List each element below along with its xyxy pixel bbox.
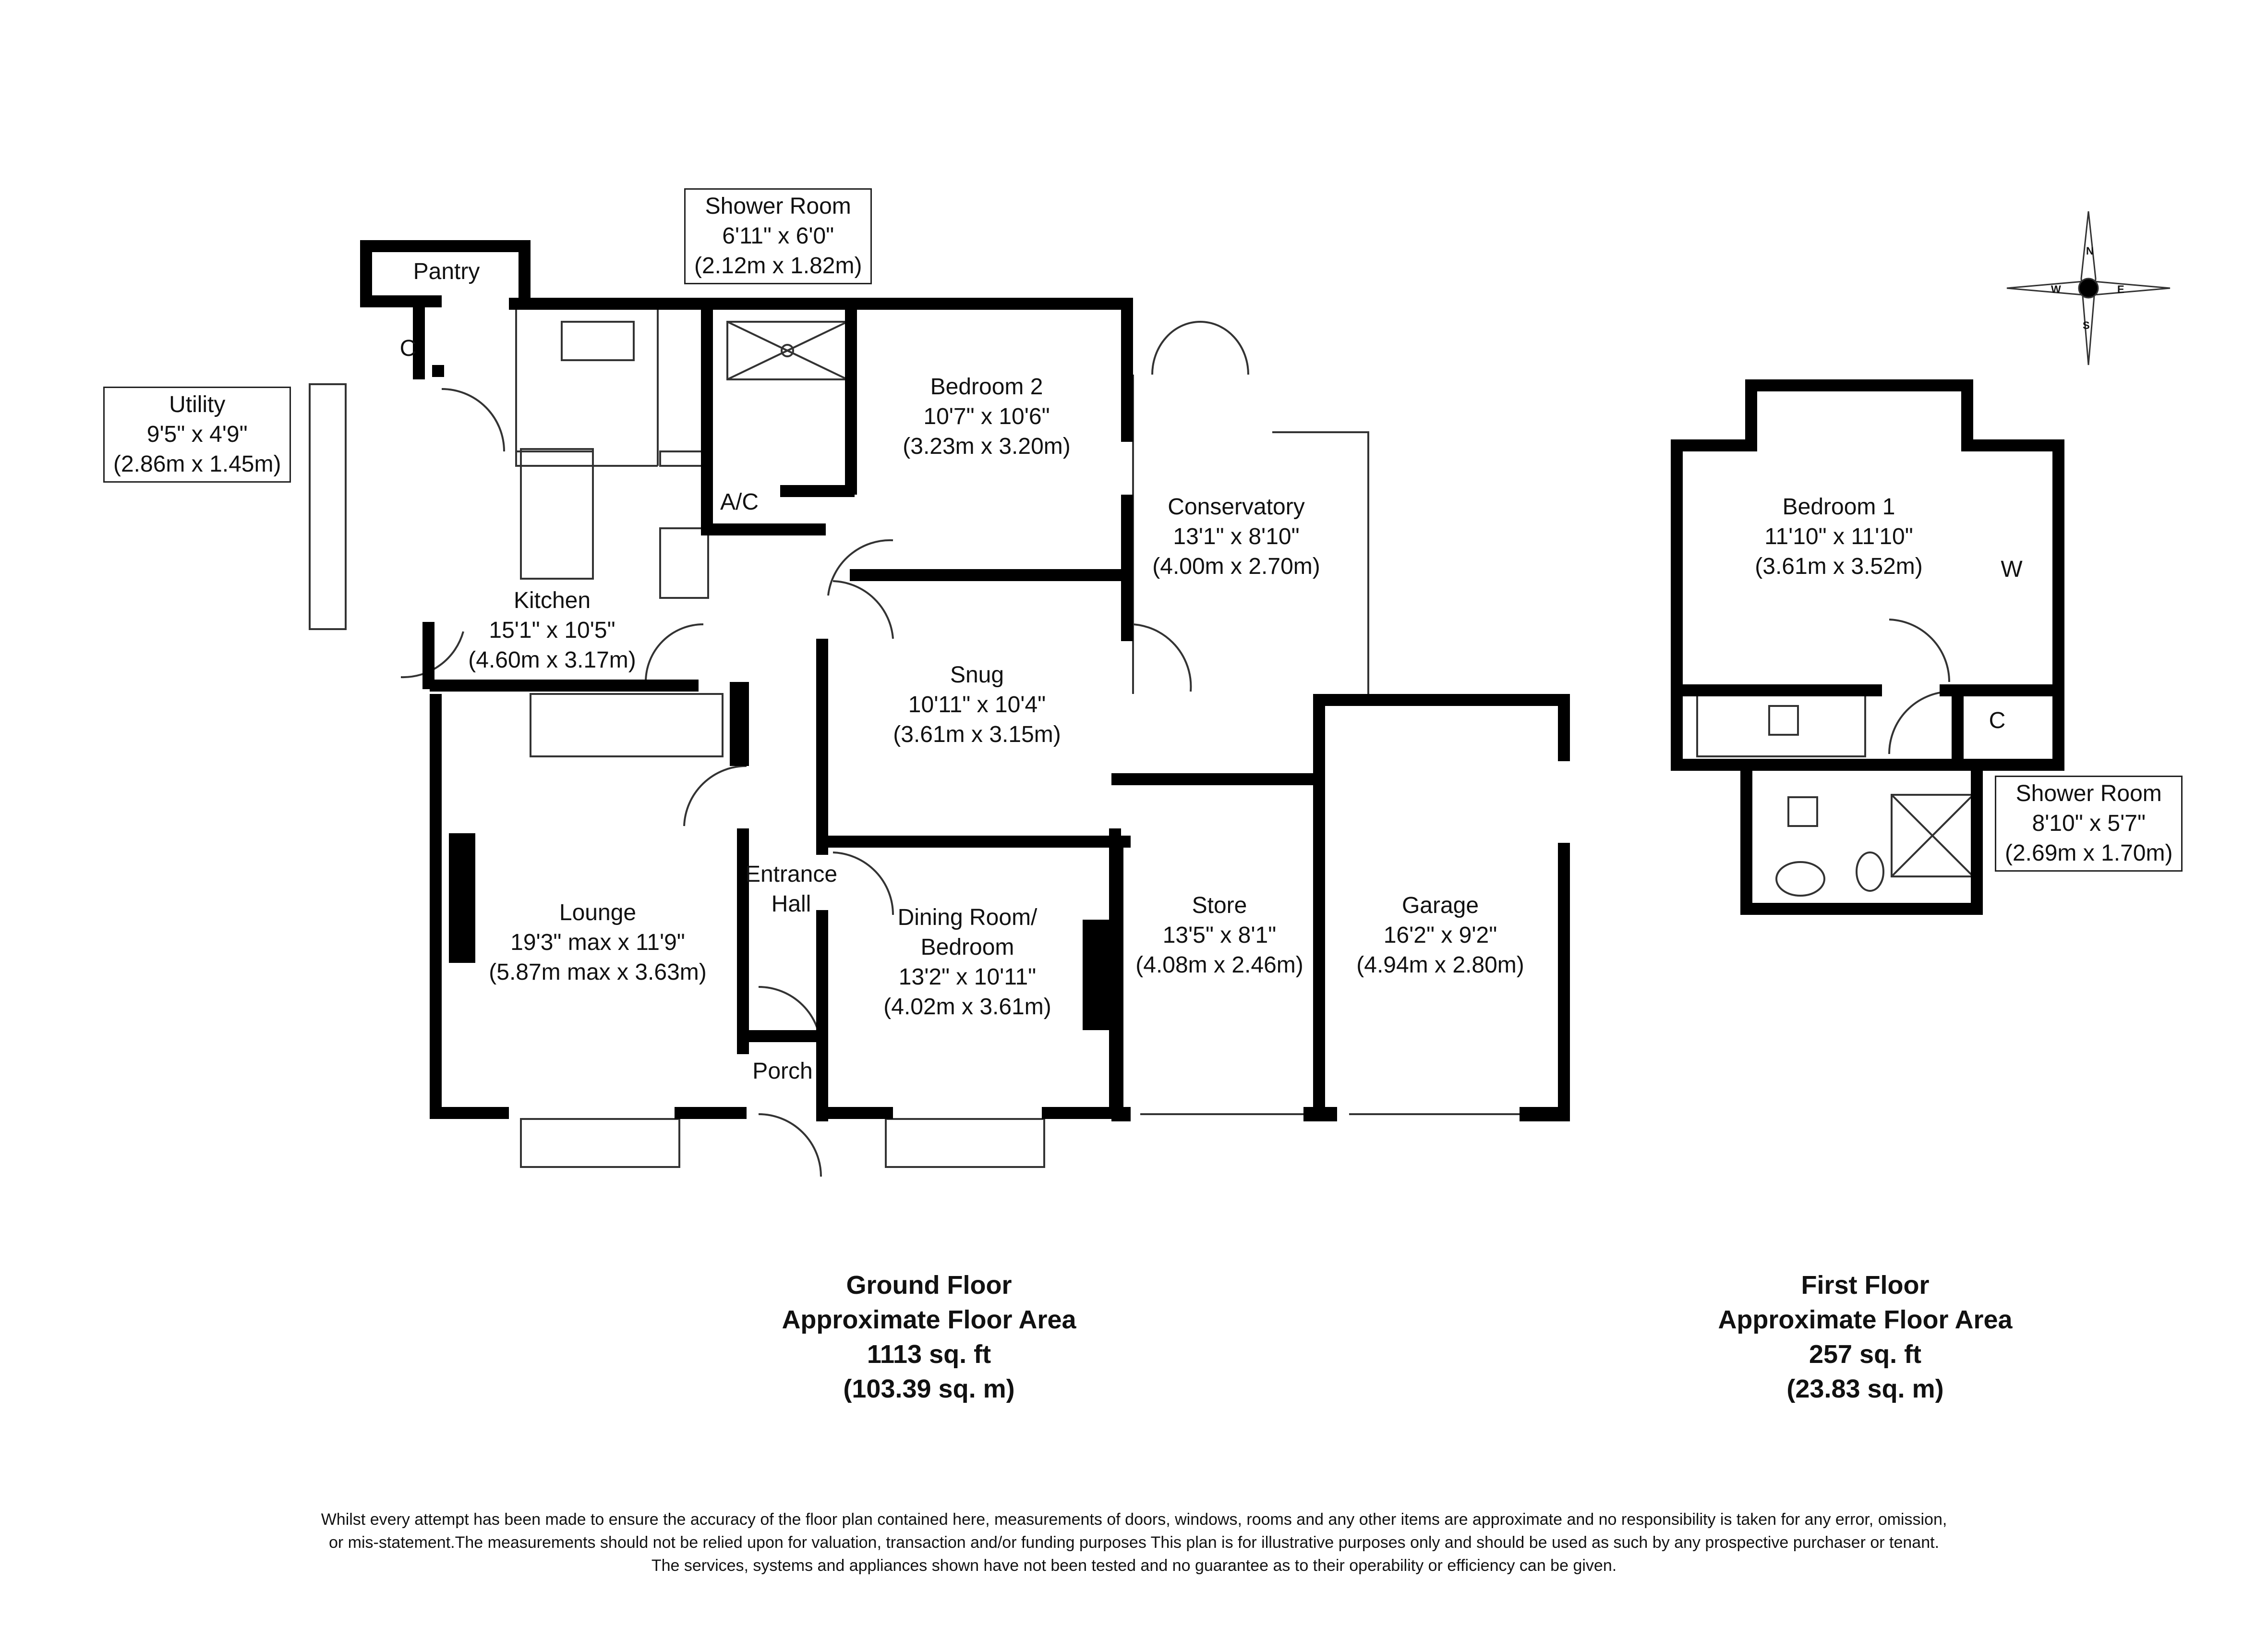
porch-label: Porch bbox=[752, 1057, 812, 1086]
first-floor-subtitle: Approximate Floor Area bbox=[1718, 1305, 2013, 1334]
wardrobe-name: W bbox=[2001, 557, 2023, 582]
snug-name: Snug bbox=[950, 662, 1004, 688]
cupboard-label: C bbox=[400, 334, 417, 364]
conservatory-metric: (4.00m x 2.70m) bbox=[1152, 554, 1320, 579]
ground-floor-subtitle: Approximate Floor Area bbox=[782, 1305, 1076, 1334]
lounge-name: Lounge bbox=[559, 900, 637, 925]
disclaimer-line2: or mis-statement.The measurements should… bbox=[328, 1533, 1940, 1552]
shower-ground-name: Shower Room bbox=[705, 194, 851, 219]
compass-south: S bbox=[2083, 319, 2090, 331]
bedroom2-label: Bedroom 2 10'7" x 10'6" (3.23m x 3.20m) bbox=[903, 372, 1070, 462]
lounge-metric: (5.87m max x 3.63m) bbox=[489, 960, 707, 985]
shower-first-name: Shower Room bbox=[2015, 781, 2162, 806]
bedroom2-metric: (3.23m x 3.20m) bbox=[903, 434, 1071, 459]
first-floor-sqm: (23.83 sq. m) bbox=[1786, 1374, 1944, 1403]
lounge-label: Lounge 19'3" max x 11'9" (5.87m max x 3.… bbox=[489, 898, 706, 987]
utility-metric: (2.86m x 1.45m) bbox=[113, 451, 281, 477]
ground-floor-sqft: 1113 sq. ft bbox=[867, 1340, 991, 1369]
bedroom2-imperial: 10'7" x 10'6" bbox=[923, 404, 1050, 429]
snug-metric: (3.61m x 3.15m) bbox=[893, 722, 1061, 747]
compass-east: E bbox=[2117, 283, 2124, 295]
ground-floor-summary: Ground Floor Approximate Floor Area 1113… bbox=[782, 1268, 1076, 1406]
shower-first-imperial: 8'10" x 5'7" bbox=[2032, 811, 2146, 836]
first-floor-sqft: 257 sq. ft bbox=[1809, 1340, 1922, 1369]
bedroom1-label: Bedroom 1 11'10" x 11'10" (3.61m x 3.52m… bbox=[1755, 492, 1922, 582]
first-floor-summary: First Floor Approximate Floor Area 257 s… bbox=[1718, 1268, 2012, 1406]
entrance-hall-line1: Entrance bbox=[745, 862, 838, 887]
utility-imperial: 9'5" x 4'9" bbox=[146, 422, 248, 447]
kitchen-imperial: 15'1" x 10'5" bbox=[489, 618, 615, 643]
compass-west: W bbox=[2051, 283, 2061, 295]
ground-floor-sqm: (103.39 sq. m) bbox=[843, 1374, 1015, 1403]
bedroom1-imperial: 11'10" x 11'10" bbox=[1764, 524, 1913, 549]
disclaimer-text: Whilst every attempt has been made to en… bbox=[144, 1508, 2124, 1577]
first-floor-title: First Floor bbox=[1801, 1271, 1930, 1300]
kitchen-name: Kitchen bbox=[513, 588, 591, 613]
conservatory-name: Conservatory bbox=[1168, 494, 1305, 520]
shower-ground-metric: (2.12m x 1.82m) bbox=[694, 253, 862, 279]
compass-north: N bbox=[2086, 245, 2094, 257]
entrance-hall-line2: Hall bbox=[771, 891, 811, 917]
disclaimer-line1: Whilst every attempt has been made to en… bbox=[321, 1510, 1947, 1529]
dining-line1: Dining Room/ bbox=[897, 905, 1037, 930]
shower-first-metric: (2.69m x 1.70m) bbox=[2005, 840, 2173, 866]
utility-callout: Utility 9'5" x 4'9" (2.86m x 1.45m) bbox=[103, 387, 291, 483]
bedroom2-name: Bedroom 2 bbox=[930, 374, 1043, 400]
wardrobe-label: W bbox=[2001, 555, 2022, 584]
shower-room-first-callout: Shower Room 8'10" x 5'7" (2.69m x 1.70m) bbox=[1995, 776, 2183, 872]
utility-name: Utility bbox=[169, 392, 226, 417]
pantry-name: Pantry bbox=[413, 259, 480, 284]
ac-label: A/C bbox=[720, 487, 759, 517]
lounge-imperial: 19'3" max x 11'9" bbox=[510, 930, 685, 955]
store-name: Store bbox=[1192, 893, 1247, 918]
dining-imperial: 13'2" x 10'11" bbox=[898, 964, 1037, 990]
dining-label: Dining Room/ Bedroom 13'2" x 10'11" (4.0… bbox=[883, 903, 1051, 1022]
kitchen-metric: (4.60m x 3.17m) bbox=[468, 647, 636, 673]
garage-imperial: 16'2" x 9'2" bbox=[1383, 923, 1497, 948]
shower-room-ground-callout: Shower Room 6'11" x 6'0" (2.12m x 1.82m) bbox=[684, 188, 872, 284]
kitchen-label: Kitchen 15'1" x 10'5" (4.60m x 3.17m) bbox=[468, 586, 636, 675]
entrance-hall-label: Entrance Hall bbox=[745, 860, 837, 919]
conservatory-imperial: 13'1" x 8'10" bbox=[1173, 524, 1300, 549]
cupboard-name: C bbox=[399, 336, 417, 361]
garage-metric: (4.94m x 2.80m) bbox=[1356, 952, 1524, 978]
disclaimer-line3: The services, systems and appliances sho… bbox=[651, 1556, 1617, 1575]
conservatory-label: Conservatory 13'1" x 8'10" (4.00m x 2.70… bbox=[1152, 492, 1320, 582]
shower-ground-imperial: 6'11" x 6'0" bbox=[722, 223, 834, 249]
bedroom1-metric: (3.61m x 3.52m) bbox=[1755, 554, 1923, 579]
snug-imperial: 10'11" x 10'4" bbox=[908, 692, 1046, 717]
cupboard-first-label: C bbox=[1989, 706, 2006, 736]
dining-line2: Bedroom bbox=[920, 935, 1014, 960]
store-imperial: 13'5" x 8'1" bbox=[1162, 923, 1277, 948]
porch-name: Porch bbox=[752, 1058, 813, 1084]
pantry-label: Pantry bbox=[413, 257, 480, 287]
garage-name: Garage bbox=[1401, 893, 1479, 918]
cupboard-first-name: C bbox=[1989, 708, 2006, 733]
garage-label: Garage 16'2" x 9'2" (4.94m x 2.80m) bbox=[1356, 891, 1524, 980]
bedroom1-name: Bedroom 1 bbox=[1782, 494, 1895, 520]
store-metric: (4.08m x 2.46m) bbox=[1135, 952, 1303, 978]
snug-label: Snug 10'11" x 10'4" (3.61m x 3.15m) bbox=[893, 660, 1061, 750]
ground-floor-title: Ground Floor bbox=[846, 1271, 1012, 1300]
store-label: Store 13'5" x 8'1" (4.08m x 2.46m) bbox=[1135, 891, 1303, 980]
ac-name: A/C bbox=[720, 489, 759, 515]
dining-metric: (4.02m x 3.61m) bbox=[883, 994, 1051, 1020]
